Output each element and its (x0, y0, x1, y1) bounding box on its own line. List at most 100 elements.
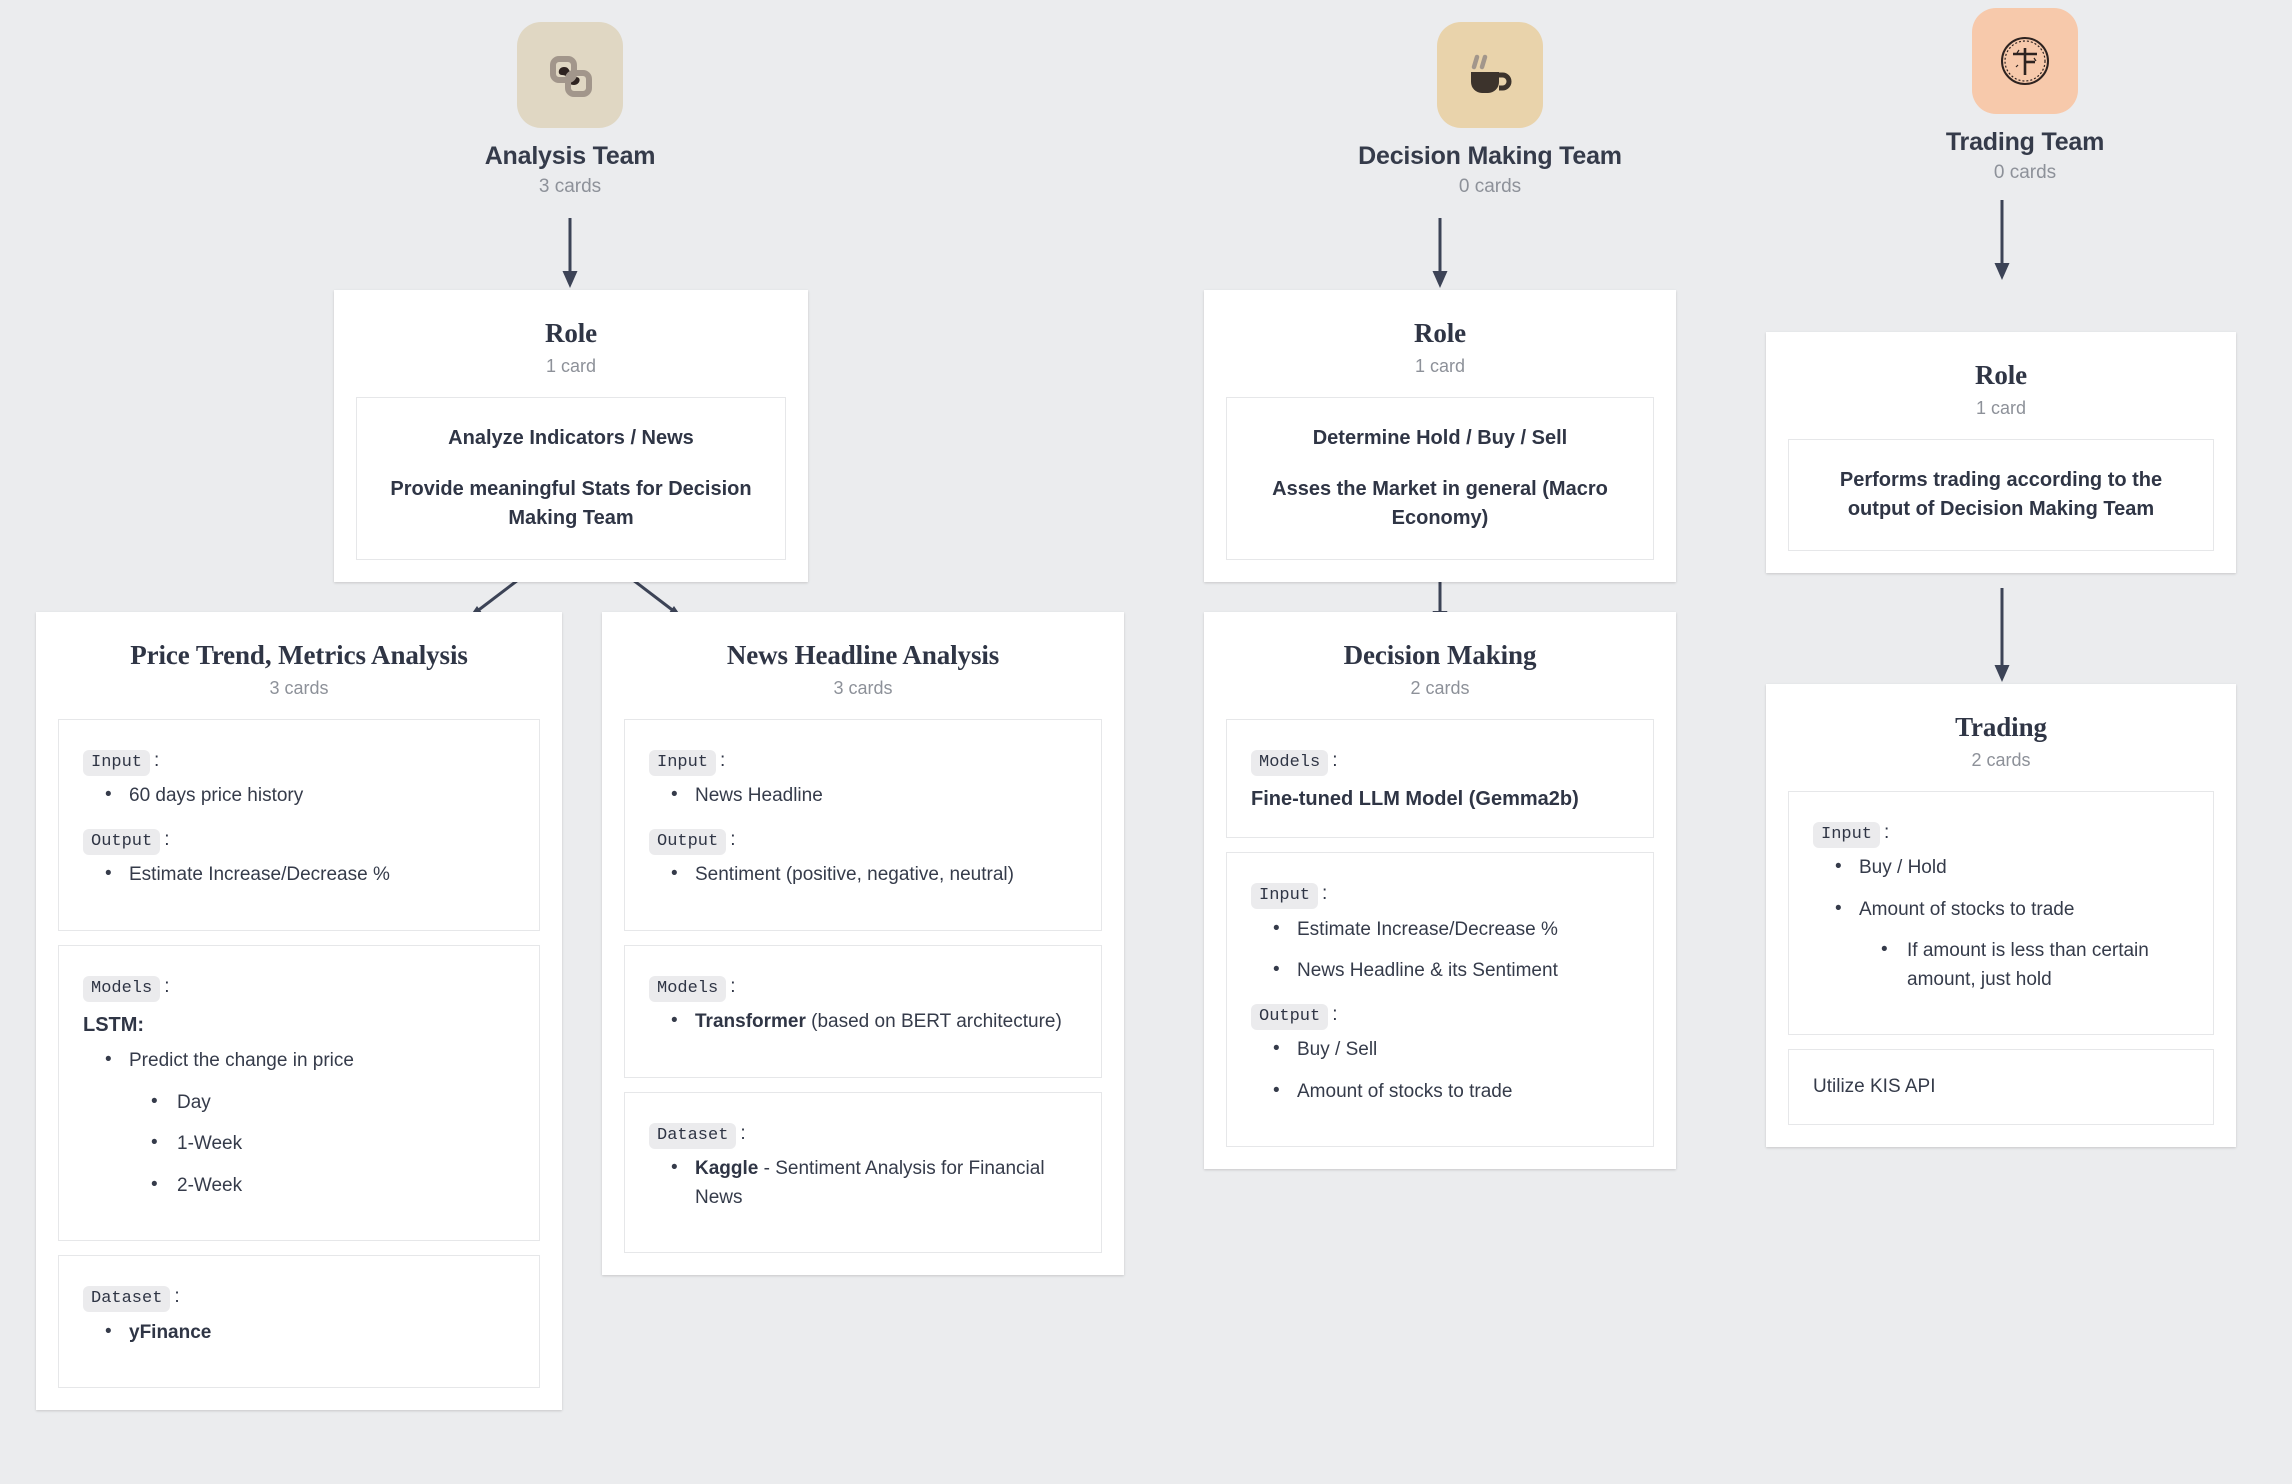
input-output-card[interactable]: Input: News Headline Output: Sentiment (… (624, 719, 1102, 931)
input-label-row: Input: (1813, 818, 2189, 848)
list-item: If amount is less than certain amount, j… (1859, 936, 2189, 994)
column-trading: Trading 2 cards Input: Buy / Hold Amount… (1766, 684, 2236, 1148)
column-header: Role 1 card (1204, 290, 1676, 397)
colon: : (154, 750, 160, 771)
list-item: Kaggle - Sentiment Analysis for Financia… (649, 1154, 1077, 1212)
input-list: Buy / Hold Amount of stocks to trade If … (1813, 853, 2189, 995)
model-name: Transformer (695, 1011, 806, 1033)
role-card[interactable]: Analyze Indicators / News Provide meanin… (356, 397, 786, 560)
column-header: Role 1 card (334, 290, 808, 397)
input-label: Input (1251, 883, 1319, 910)
list-item: 1-Week (129, 1129, 515, 1159)
column-header: Price Trend, Metrics Analysis 3 cards (36, 612, 562, 719)
column-price-trend: Price Trend, Metrics Analysis 3 cards In… (36, 612, 562, 1411)
arrow-role-to-trading (1992, 588, 2012, 684)
colon: : (730, 975, 736, 997)
list-item: Predict the change in price Day 1-Week 2… (83, 1046, 515, 1200)
input-output-card[interactable]: Input: 60 days price history Output: Est… (58, 719, 540, 931)
role-line: Provide meaningful Stats for Decision Ma… (390, 478, 752, 529)
list-item: Buy / Sell (1251, 1035, 1629, 1065)
input-sublist: If amount is less than certain amount, j… (1859, 936, 2189, 994)
column-header: Decision Making 2 cards (1204, 612, 1676, 719)
list-item: Day (129, 1088, 515, 1118)
coin-medal-icon (1972, 8, 2078, 114)
input-label-row: Input: (649, 746, 1077, 776)
models-line: Fine-tuned LLM Model (Gemma2b) (1251, 788, 1579, 811)
dataset-detail: - Sentiment Analysis for Financial News (695, 1158, 1045, 1208)
column-title: Decision Making (1343, 640, 1537, 670)
team-header-trading[interactable]: Trading Team 0 cards (1880, 8, 2170, 184)
input-list: Estimate Increase/Decrease % News Headli… (1251, 915, 1629, 986)
colon: : (1884, 822, 1890, 843)
column-title: Price Trend, Metrics Analysis (130, 640, 468, 670)
column-header: News Headline Analysis 3 cards (602, 612, 1124, 719)
list-item: Amount of stocks to trade (1251, 1077, 1629, 1107)
api-card[interactable]: Utilize KIS API (1788, 1049, 2214, 1126)
models-label-row: Models: (1251, 746, 1629, 776)
colon: : (174, 1286, 180, 1308)
column-title: Role (1413, 318, 1467, 348)
model-detail: (based on BERT architecture) (805, 1011, 1062, 1033)
input-card[interactable]: Input: Buy / Hold Amount of stocks to tr… (1788, 791, 2214, 1036)
role-card[interactable]: Performs trading according to the output… (1788, 439, 2214, 551)
colon: : (720, 750, 726, 771)
team-header-decision-making[interactable]: Decision Making Team 0 cards (1310, 22, 1670, 198)
team-header-analysis[interactable]: Analysis Team 3 cards (485, 22, 656, 198)
column-card-count: 2 cards (1971, 750, 2031, 770)
output-label: Output (649, 828, 727, 855)
models-list: Transformer (based on BERT architecture) (649, 1007, 1077, 1037)
output-label-row: Output: (1251, 1000, 1629, 1030)
colon: : (730, 828, 736, 850)
column-header: Role 1 card (1766, 332, 2236, 439)
input-output-card[interactable]: Input: Estimate Increase/Decrease % News… (1226, 852, 1654, 1148)
output-label: Output (83, 828, 161, 855)
input-label-row: Input: (1251, 879, 1629, 910)
role-line: Performs trading according to the output… (1839, 469, 2163, 520)
output-list: Estimate Increase/Decrease % (83, 860, 515, 890)
role-card[interactable]: Determine Hold / Buy / Sell Asses the Ma… (1226, 397, 1654, 560)
list-item: 60 days price history (83, 781, 515, 811)
column-decision-role: Role 1 card Determine Hold / Buy / Sell … (1204, 290, 1676, 582)
column-title: Role (1974, 360, 2028, 390)
colon: : (740, 1122, 746, 1144)
list-item: News Headline (649, 781, 1077, 811)
team-card-count: 0 cards (1993, 162, 2057, 183)
card-list: Input: 60 days price history Output: Est… (36, 719, 562, 1410)
models-card[interactable]: Models: LSTM: Predict the change in pric… (58, 944, 540, 1242)
team-name: Trading Team (1945, 128, 2105, 156)
dataset-card[interactable]: Dataset: yFinance (58, 1255, 540, 1389)
role-line: Determine Hold / Buy / Sell (1312, 427, 1568, 449)
card-list: Input: News Headline Output: Sentiment (… (602, 719, 1124, 1275)
colon: : (164, 828, 170, 850)
models-card[interactable]: Models: Fine-tuned LLM Model (Gemma2b) (1226, 719, 1654, 839)
models-label: Models (1251, 750, 1329, 776)
list-item: Transformer (based on BERT architecture) (649, 1007, 1077, 1037)
column-title: News Headline Analysis (726, 640, 1000, 670)
dataset-card[interactable]: Dataset: Kaggle - Sentiment Analysis for… (624, 1091, 1102, 1254)
column-card-count: 1 card (545, 356, 597, 376)
input-label: Input (649, 750, 717, 776)
models-card[interactable]: Models: Transformer (based on BERT archi… (624, 944, 1102, 1078)
api-line: Utilize KIS API (1813, 1076, 1936, 1098)
team-card-count: 3 cards (538, 176, 602, 197)
dataset-name: Kaggle (695, 1158, 759, 1180)
list-item: Estimate Increase/Decrease % (83, 860, 515, 890)
arrow-decision-to-role (1430, 218, 1450, 290)
dataset-label-row: Dataset: (649, 1119, 1077, 1149)
colon: : (1332, 750, 1338, 771)
dataset-label: Dataset (649, 1122, 737, 1149)
dataset-name: yFinance (129, 1321, 212, 1343)
dataset-label-row: Dataset: (83, 1282, 515, 1313)
column-news-headline: News Headline Analysis 3 cards Input: Ne… (602, 612, 1124, 1276)
input-list: News Headline (649, 781, 1077, 811)
input-list: 60 days price history (83, 781, 515, 811)
card-list: Models: Fine-tuned LLM Model (Gemma2b) I… (1204, 719, 1676, 1169)
output-list: Sentiment (positive, negative, neutral) (649, 860, 1077, 890)
list-item: Amount of stocks to trade If amount is l… (1813, 895, 2189, 995)
output-label: Output (1251, 1003, 1329, 1030)
output-list: Buy / Sell Amount of stocks to trade (1251, 1035, 1629, 1107)
input-label-row: Input: (83, 746, 515, 776)
list-item-label: Amount of stocks to trade (1859, 898, 2075, 920)
column-card-count: 3 cards (833, 678, 893, 698)
